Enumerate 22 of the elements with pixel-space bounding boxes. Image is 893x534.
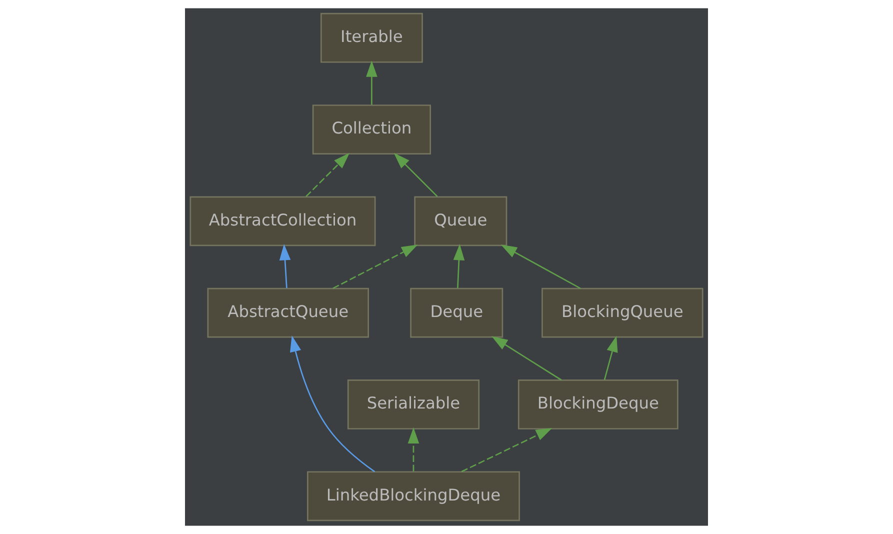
arrow <box>604 336 618 380</box>
arrow <box>332 244 418 289</box>
arrow <box>453 244 465 288</box>
arrow <box>306 152 350 197</box>
node-box: Collection <box>312 104 431 154</box>
arrow <box>461 428 552 472</box>
node-box: Deque <box>410 288 504 338</box>
arrow <box>492 336 562 381</box>
arrow <box>408 427 420 472</box>
node-box: AbstractCollection <box>190 196 376 246</box>
arrow <box>290 336 376 472</box>
arrow <box>500 244 581 289</box>
node-box: BlockingDeque <box>518 380 678 430</box>
arrow <box>366 60 378 105</box>
node-box: AbstractQueue <box>207 288 369 338</box>
node-box: Serializable <box>347 380 480 430</box>
node-box: Iterable <box>320 12 423 63</box>
arrow <box>279 244 291 288</box>
node-box: Queue <box>414 196 508 246</box>
node-box: LinkedBlockingDeque <box>306 471 520 522</box>
node-box: BlockingQueue <box>542 288 704 338</box>
arrow <box>394 152 438 197</box>
